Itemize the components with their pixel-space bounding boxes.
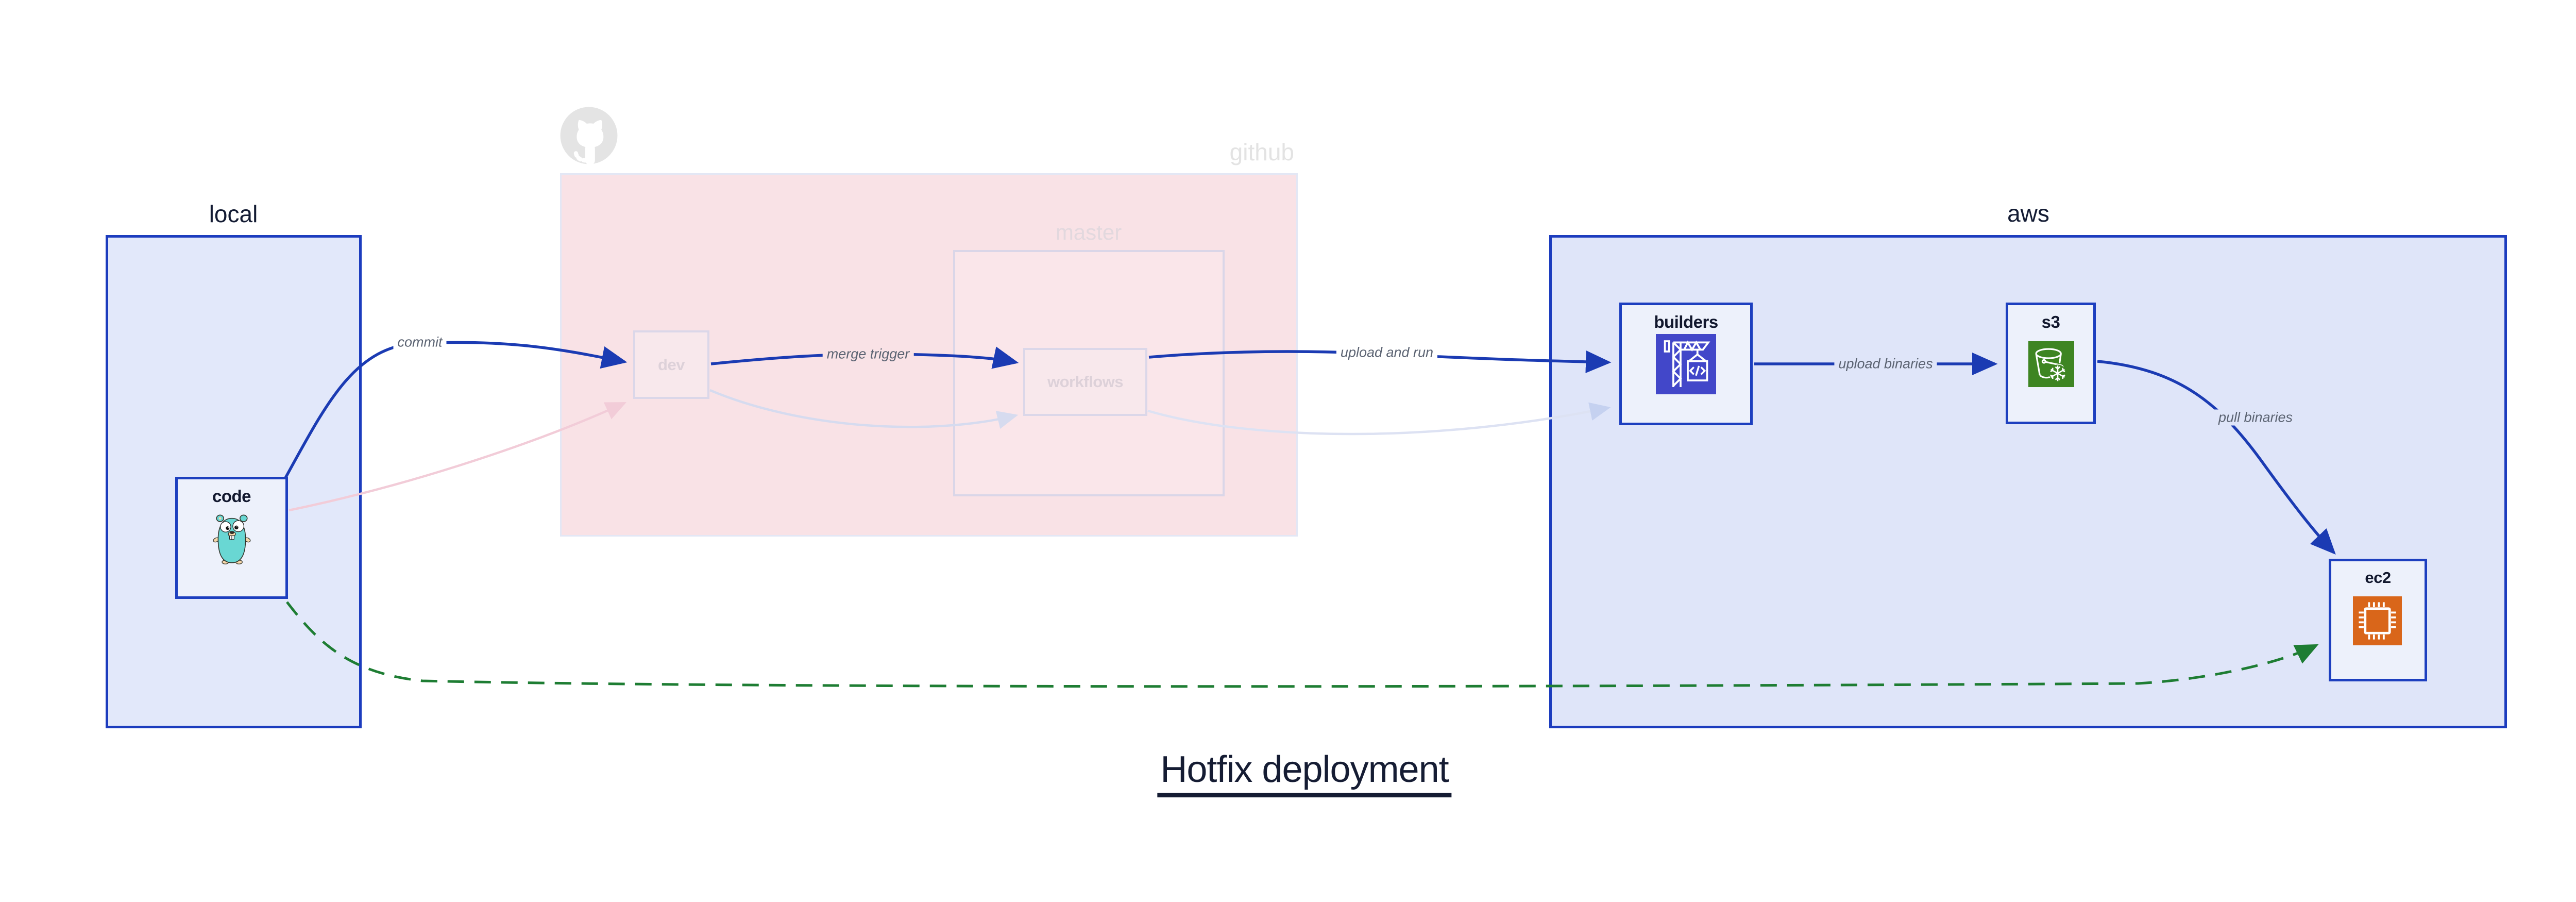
edge-label-upload-binaries: upload binaries <box>1834 356 1937 372</box>
github-group-label: github <box>1229 139 1294 165</box>
local-group-label: local <box>209 201 258 227</box>
aws-group-label: aws <box>2007 200 2049 227</box>
node-s3-label: s3 <box>2041 312 2060 331</box>
master-branch-label: master <box>1055 220 1122 244</box>
edge-label-upload-and-run: upload and run <box>1336 344 1438 361</box>
github-octocat-icon <box>560 107 618 165</box>
node-code-label: code <box>212 487 251 506</box>
node-builders-label: builders <box>1654 312 1718 331</box>
node-builders: builders <box>1619 303 1753 425</box>
diagram-title: Hotfix deployment <box>1157 748 1452 797</box>
s3-bucket-snowflake-icon <box>2028 341 2074 387</box>
node-dev-label: dev <box>658 355 685 374</box>
edge-label-merge-trigger: merge trigger <box>822 346 914 362</box>
node-ec2-label: ec2 <box>2365 569 2391 587</box>
node-workflows: workflows <box>1023 348 1147 416</box>
node-workflows-label: workflows <box>1047 373 1124 391</box>
edge-label-pull-binaries: pull binaries <box>2214 409 2297 426</box>
node-dev: dev <box>633 330 709 399</box>
edge-label-commit: commit <box>393 334 447 350</box>
go-gopher-icon <box>213 514 251 564</box>
ec2-chip-icon <box>2353 596 2402 645</box>
codebuild-crane-icon <box>1656 334 1716 394</box>
